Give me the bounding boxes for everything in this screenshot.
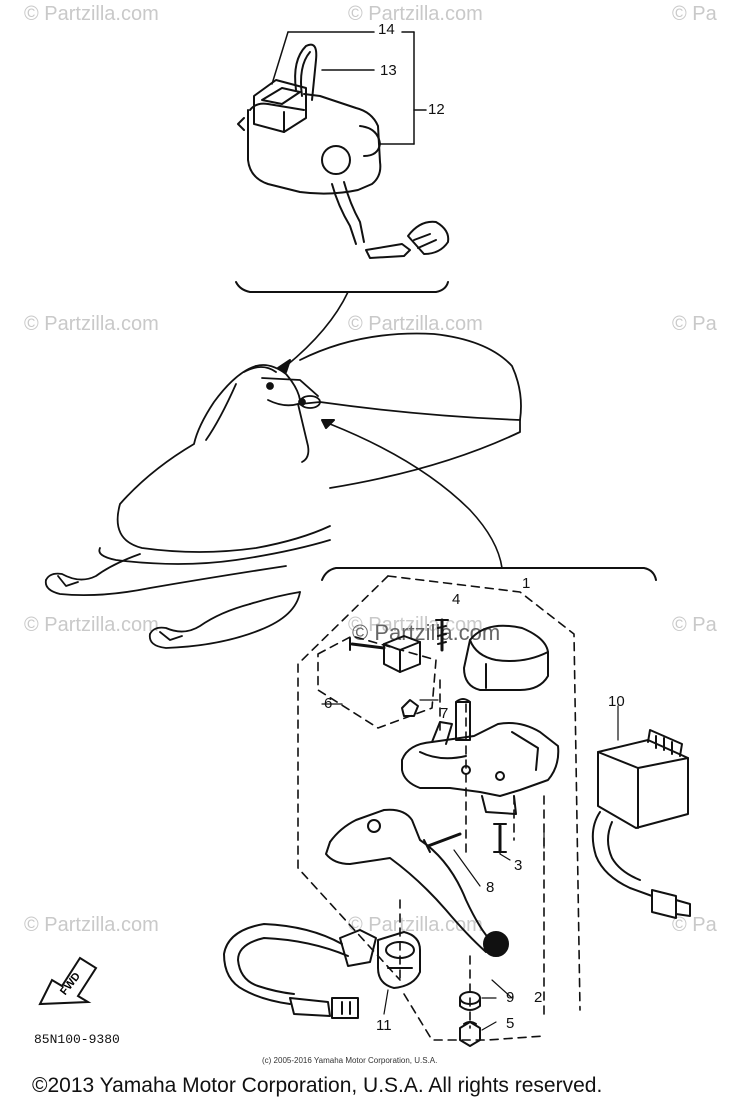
watermark: © Pa bbox=[672, 614, 717, 636]
watermark: © Partzilla.com bbox=[24, 3, 159, 25]
watermark: © Partzilla.com bbox=[24, 914, 159, 936]
stop-switch-10 bbox=[591, 729, 691, 919]
fwd-arrow-icon bbox=[38, 956, 98, 1006]
watermark: © Pa bbox=[672, 914, 717, 936]
watermark: © Partzilla.com bbox=[24, 313, 159, 335]
brake-switch-11 bbox=[223, 923, 421, 1019]
callout-11: 11 bbox=[376, 1017, 392, 1034]
callout-1: 1 bbox=[522, 575, 531, 592]
lever-holder-cover bbox=[463, 624, 549, 691]
copyright-footer: ©2013 Yamaha Motor Corporation, U.S.A. A… bbox=[32, 1074, 603, 1097]
callout-7: 7 bbox=[440, 705, 449, 722]
watermark: © Partzilla.com bbox=[348, 614, 483, 636]
watermark: © Partzilla.com bbox=[348, 313, 483, 335]
callout-12: 12 bbox=[428, 101, 445, 118]
watermark: © Partzilla.com bbox=[24, 614, 159, 636]
callout-14: 14 bbox=[378, 21, 395, 38]
watermark-center: © Partzilla.com bbox=[352, 620, 501, 645]
small-copyright: (c) 2005-2016 Yamaha Motor Corporation, … bbox=[262, 1056, 438, 1065]
callout-3: 3 bbox=[514, 857, 523, 874]
watermark: © Partzilla.com bbox=[348, 3, 483, 25]
watermark: © Pa bbox=[672, 3, 717, 25]
snowmobile-outline bbox=[44, 332, 522, 649]
callout-10: 10 bbox=[608, 693, 625, 710]
watermark: © Partzilla.com bbox=[348, 914, 483, 936]
callout-9: 9 bbox=[506, 989, 515, 1006]
switch-box-assembly bbox=[237, 43, 450, 259]
callout-13: 13 bbox=[380, 62, 397, 79]
lever-bracket bbox=[401, 721, 560, 815]
part-number: 85N100-9380 bbox=[34, 1032, 120, 1047]
callout-5: 5 bbox=[506, 1015, 515, 1032]
watermark: © Pa bbox=[672, 313, 717, 335]
brake-lever bbox=[325, 808, 509, 957]
callout-8: 8 bbox=[486, 879, 495, 896]
assembly-dashed-frame bbox=[297, 575, 581, 1041]
callout-4: 4 bbox=[452, 591, 461, 608]
callout-2: 2 bbox=[534, 989, 543, 1006]
callout-6: 6 bbox=[324, 695, 333, 712]
